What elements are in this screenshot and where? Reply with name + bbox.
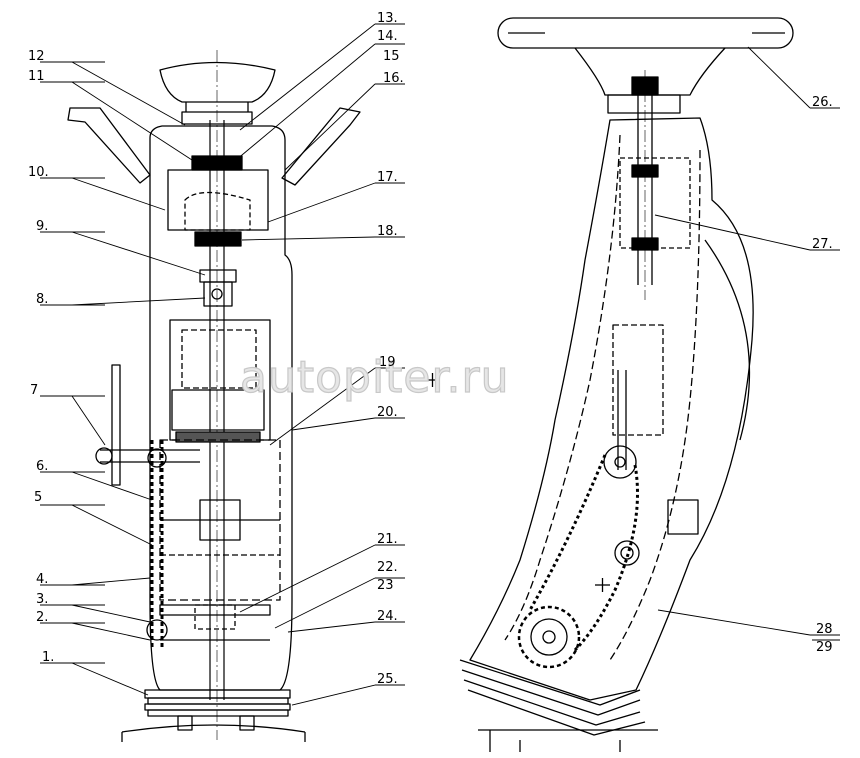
callout-23: 23	[377, 578, 394, 593]
callout-15: 15	[383, 49, 400, 64]
front-right-lever	[281, 107, 361, 186]
callout-28: 28	[816, 622, 833, 637]
callout-29: 29	[816, 640, 833, 655]
callout-labels: 1. 2. 3. 4. 5 6. 7 8. 9. 10. 11 12 13. 1…	[28, 11, 833, 687]
callout-14: 14.	[377, 29, 398, 44]
front-view	[67, 50, 361, 742]
side-casing	[469, 117, 754, 701]
side-view	[425, 17, 794, 752]
upper-bearing	[191, 155, 243, 171]
callout-4: 4.	[36, 572, 48, 587]
callout-7: 7	[30, 383, 38, 398]
callout-6: 6.	[36, 459, 48, 474]
callout-13: 13.	[377, 11, 398, 26]
callout-10: 10.	[28, 165, 49, 180]
callout-3: 3.	[36, 592, 48, 607]
watermark-text: autopiter.ru	[240, 352, 510, 403]
callout-26: 26.	[812, 95, 833, 110]
callout-11: 11	[28, 69, 45, 84]
callout-9: 9.	[36, 219, 48, 234]
callout-20: 20.	[377, 405, 398, 420]
callout-22: 22.	[377, 560, 398, 575]
callout-17: 17.	[377, 170, 398, 185]
callout-5: 5	[34, 490, 42, 505]
callout-16: 16.	[383, 71, 404, 86]
front-left-lever	[67, 107, 151, 184]
callout-24: 24.	[377, 609, 398, 624]
callout-1: 1.	[42, 650, 54, 665]
lower-sprocket	[517, 605, 581, 669]
front-wheel-hub	[159, 61, 276, 103]
callout-18: 18.	[377, 224, 398, 239]
callout-8: 8.	[36, 292, 48, 307]
callout-27: 27.	[812, 237, 833, 252]
lower-bearing	[194, 231, 242, 247]
callout-21: 21.	[377, 532, 398, 547]
front-casing	[149, 125, 293, 691]
callout-2: 2.	[36, 610, 48, 625]
callout-12: 12	[28, 49, 45, 64]
side-wheel-rim	[497, 17, 794, 49]
callout-19: 19	[379, 355, 396, 370]
callout-25: 25.	[377, 672, 398, 687]
